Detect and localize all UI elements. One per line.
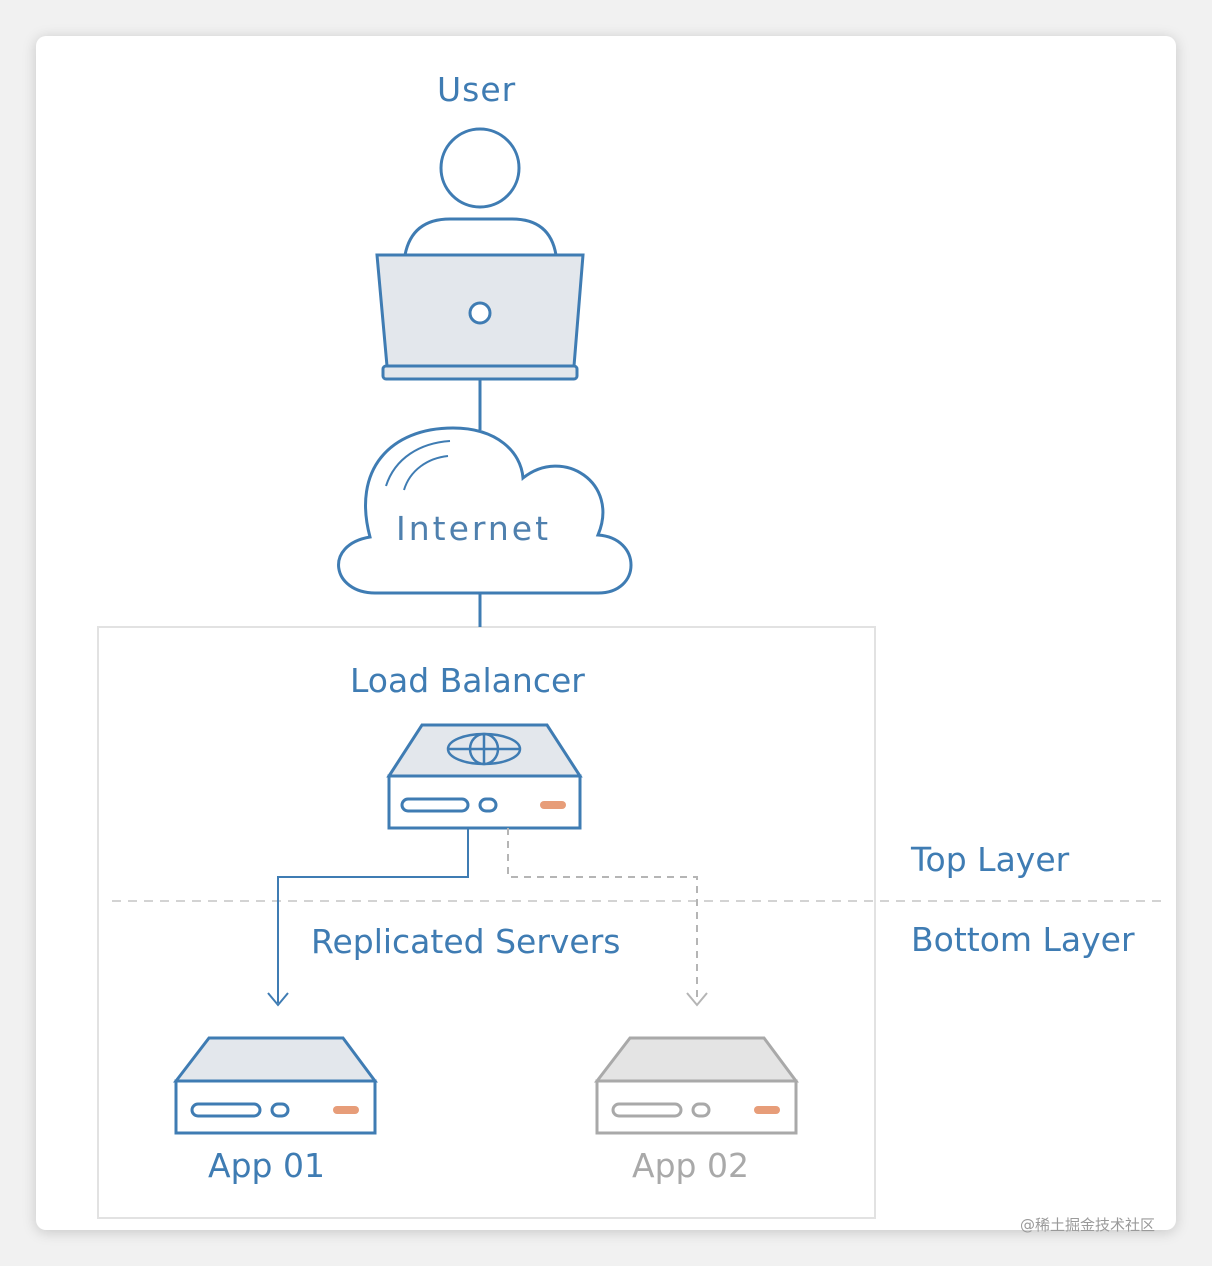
top-layer-label: Top Layer	[911, 840, 1070, 879]
arrowhead-app01	[267, 992, 289, 1007]
system-boundary-box	[97, 626, 876, 1219]
bottom-layer-label: Bottom Layer	[911, 920, 1135, 959]
app01-server-icon	[172, 1036, 378, 1135]
laptop-icon	[375, 253, 585, 381]
internet-label: Internet	[396, 509, 552, 548]
connector-loadbalancer-app02	[507, 828, 698, 1003]
user-label: User	[437, 70, 517, 109]
load-balancer-label: Load Balancer	[350, 661, 585, 700]
user-icon	[403, 127, 558, 256]
app02-server-icon	[593, 1036, 799, 1135]
app01-label: App 01	[208, 1146, 325, 1185]
globe-icon	[446, 732, 522, 766]
cloud-icon	[337, 426, 633, 595]
arrowhead-app02	[686, 992, 708, 1007]
diagram-card	[36, 36, 1176, 1230]
connector-loadbalancer-app01	[277, 828, 469, 1003]
replicated-servers-label: Replicated Servers	[311, 922, 621, 961]
app02-label: App 02	[632, 1146, 749, 1185]
watermark: @稀土掘金技术社区	[1020, 1216, 1156, 1234]
